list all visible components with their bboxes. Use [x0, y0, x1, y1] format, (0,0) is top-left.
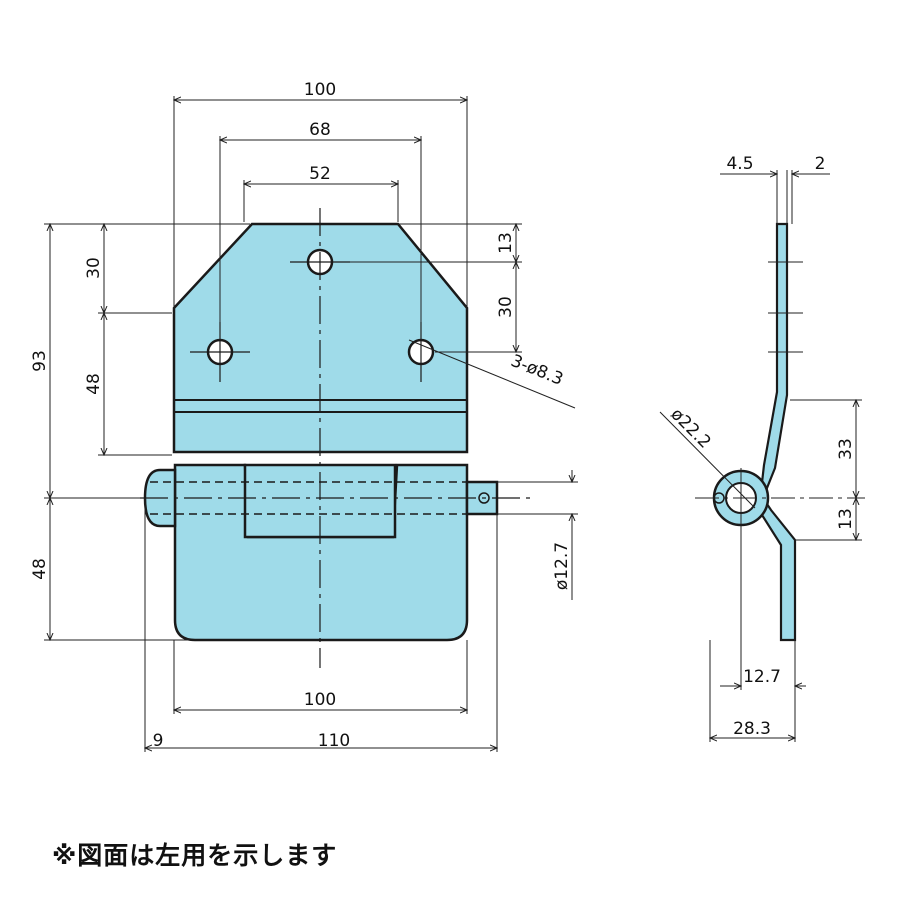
dim-knuckle-diameter: ø22.2 — [666, 404, 714, 452]
dim-upper-hole-to-pin: 48 — [84, 373, 104, 395]
front-view: 100 68 52 30 93 48 48 13 30 3-ø8.3 ø12.7… — [30, 80, 578, 752]
dim-gap: 2 — [815, 154, 826, 174]
dim-pin-diameter: ø12.7 — [552, 542, 572, 590]
dim-top-hole-offset: 13 — [496, 232, 516, 254]
dim-hole-pitch: 68 — [309, 120, 331, 140]
dim-offset-upper: 33 — [836, 438, 856, 460]
dim-overall-width: 110 — [318, 731, 350, 751]
dim-leaf-width: 12.7 — [743, 667, 781, 687]
dim-thickness: 4.5 — [726, 154, 753, 174]
dim-top-edge: 52 — [309, 164, 331, 184]
dim-top-width: 100 — [304, 80, 336, 100]
side-leaf-profile — [758, 222, 797, 642]
dim-bottom-width: 100 — [304, 690, 336, 710]
dim-hole-vertical-pitch: 30 — [496, 296, 516, 318]
pin-hole — [478, 492, 490, 504]
drawing-note: ※図面は左用を示します — [52, 841, 338, 870]
dim-lower-leaf: 48 — [30, 558, 50, 580]
side-view: 4.5 2 ø22.2 33 13 12.7 28.3 — [659, 154, 865, 742]
dim-offset-lower: 13 — [836, 508, 856, 530]
lower-leaf — [173, 463, 469, 642]
dim-overall-depth: 28.3 — [733, 719, 771, 739]
dim-total-height: 93 — [30, 350, 50, 372]
dim-top-chamfer: 30 — [84, 257, 104, 279]
dim-pin-overhang: 9 — [153, 731, 164, 751]
